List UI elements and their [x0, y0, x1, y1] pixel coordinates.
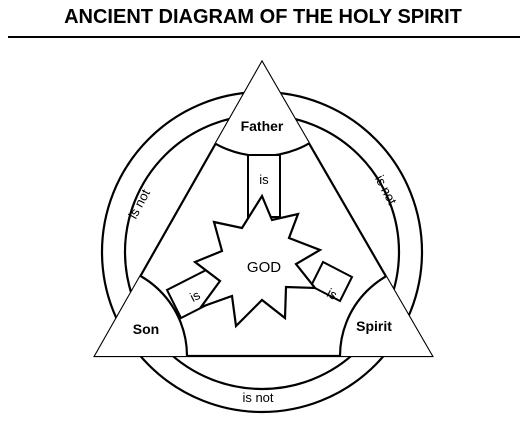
spirit-god-connector — [309, 260, 354, 303]
father-god-is-label: is — [259, 172, 269, 187]
spirit-node-arc — [338, 262, 432, 356]
god-label: GOD — [247, 259, 281, 276]
diagram-title: ANCIENT DIAGRAM OF THE HOLY SPIRIT — [64, 6, 462, 28]
spirit-label: Spirit — [356, 318, 392, 334]
father-label: Father — [241, 118, 284, 134]
title-underline — [8, 36, 520, 38]
son-spirit-is-not-label: is not — [242, 390, 273, 405]
son-label: Son — [133, 321, 159, 337]
son-node-arc — [95, 262, 189, 356]
god-star — [192, 193, 323, 329]
